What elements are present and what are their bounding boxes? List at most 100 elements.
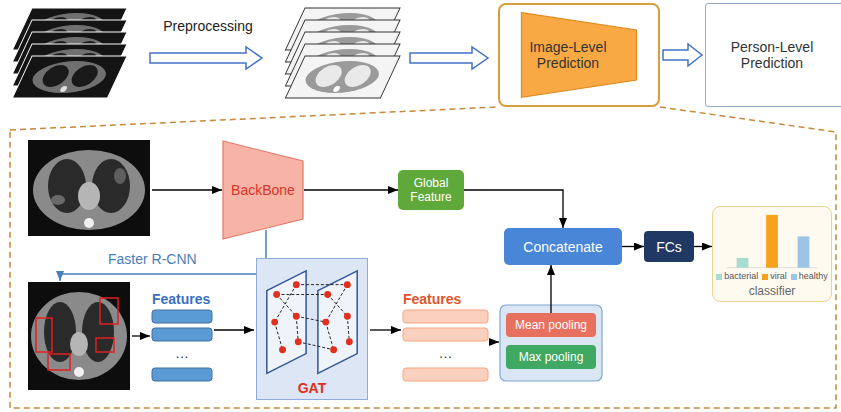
pooling-box: Mean pooling	[506, 313, 596, 337]
node-text: BackBone	[231, 182, 295, 198]
illustration-part	[275, 285, 350, 350]
illustration-part	[324, 291, 331, 298]
arrow-label: Preprocessing	[160, 18, 256, 34]
illustration-part	[737, 258, 749, 268]
node-text: Max pooling	[519, 350, 584, 364]
detector-arrow	[60, 230, 266, 281]
illustration-part	[78, 182, 100, 210]
illustration-part	[152, 310, 212, 323]
feature-box: Global Feature	[398, 170, 464, 210]
illustration-part	[12, 56, 127, 98]
connector	[550, 265, 551, 313]
illustration-part	[28, 140, 150, 236]
illustration-part	[48, 354, 70, 370]
illustration-part	[214, 329, 254, 330]
backbone-trapezoid: BackBone	[222, 140, 304, 240]
node-text: FCs	[656, 239, 682, 255]
illustration-part	[36, 318, 52, 352]
pooling-box: Max pooling	[506, 345, 596, 369]
illustration-part	[31, 292, 127, 380]
hollow-arrow	[150, 47, 262, 69]
illustration-part	[44, 302, 76, 362]
connector	[304, 189, 398, 190]
ellipsis: …	[403, 345, 488, 361]
illustration-part	[152, 368, 212, 381]
illustration-part	[344, 313, 351, 320]
illustration-part	[100, 298, 118, 324]
illustration-part	[92, 159, 130, 213]
graph-feature-bars	[403, 310, 488, 381]
connector	[663, 44, 702, 66]
illustration-part	[70, 332, 88, 356]
illustration-part	[273, 291, 280, 298]
feature-bars	[152, 310, 212, 381]
illustration-part	[403, 368, 488, 381]
group-heading: Features	[403, 291, 488, 307]
illustration-part	[295, 338, 302, 345]
ellipsis: …	[152, 345, 212, 361]
illustration-part	[82, 302, 114, 362]
connector	[694, 246, 712, 247]
hollow-arrow	[410, 47, 488, 69]
illustration-part	[271, 319, 278, 326]
illustration-part	[84, 218, 94, 228]
legend-item: viral	[762, 271, 787, 282]
gat-box-shape	[257, 259, 367, 399]
legend-swatch	[791, 274, 797, 280]
legend: bacterial viral healthy	[714, 271, 830, 282]
illustration-part	[322, 319, 329, 326]
illustration-part	[370, 329, 401, 330]
illustration-part	[293, 313, 300, 320]
illustration-part	[152, 189, 222, 190]
legend-swatch	[762, 274, 768, 280]
illustration-part	[330, 346, 337, 353]
zoom-dashed-outline	[10, 107, 836, 408]
ct-image-with-detections	[28, 282, 130, 390]
illustration-part	[346, 338, 353, 345]
illustration-part	[96, 338, 114, 352]
illustration-part	[33, 150, 145, 230]
illustration-part	[114, 168, 126, 184]
ct-image	[28, 140, 150, 236]
illustration-part	[28, 282, 130, 390]
illustration-part	[152, 328, 212, 341]
group-heading: Features	[152, 291, 222, 307]
node-text: GAT	[298, 380, 327, 396]
illustration-part	[285, 56, 400, 98]
illustration-part	[51, 195, 65, 205]
illustration-part	[74, 367, 84, 377]
arrow-label: Faster R-CNN	[108, 251, 212, 267]
legend-swatch	[716, 274, 722, 280]
raw-ct-stack	[12, 8, 127, 98]
node-text: Person-Level Prediction	[720, 39, 824, 71]
output-box: Person-Level Prediction	[705, 3, 841, 107]
legend-text: bacterial	[724, 271, 758, 282]
illustration-part	[132, 335, 150, 336]
model-stage-box: Image-Level Prediction	[498, 3, 660, 107]
node-text: Concatenate	[523, 239, 602, 255]
illustration-part	[318, 271, 357, 374]
process-box: Concatenate	[504, 228, 622, 265]
illustration-part	[344, 281, 351, 288]
legend-text: viral	[770, 271, 787, 282]
illustration-part	[293, 281, 300, 288]
illustration-part	[403, 328, 488, 341]
pooling-panel	[500, 305, 602, 381]
illustration-part	[490, 341, 499, 342]
illustration-part	[223, 141, 303, 239]
illustration-part	[279, 346, 286, 353]
node-text: Mean pooling	[515, 318, 587, 332]
illustration-part	[766, 215, 778, 268]
legend-item: healthy	[791, 271, 828, 282]
node-text: classifier	[749, 284, 796, 298]
illustration-part	[48, 159, 86, 213]
connector	[464, 190, 563, 228]
illustration-part	[275, 285, 350, 350]
node-text: Global Feature	[402, 176, 460, 204]
gat-box: GAT	[256, 258, 368, 400]
connector	[622, 246, 644, 247]
legend-item: bacterial	[716, 271, 758, 282]
process-box: FCs	[644, 231, 694, 262]
illustration-part	[267, 271, 306, 374]
